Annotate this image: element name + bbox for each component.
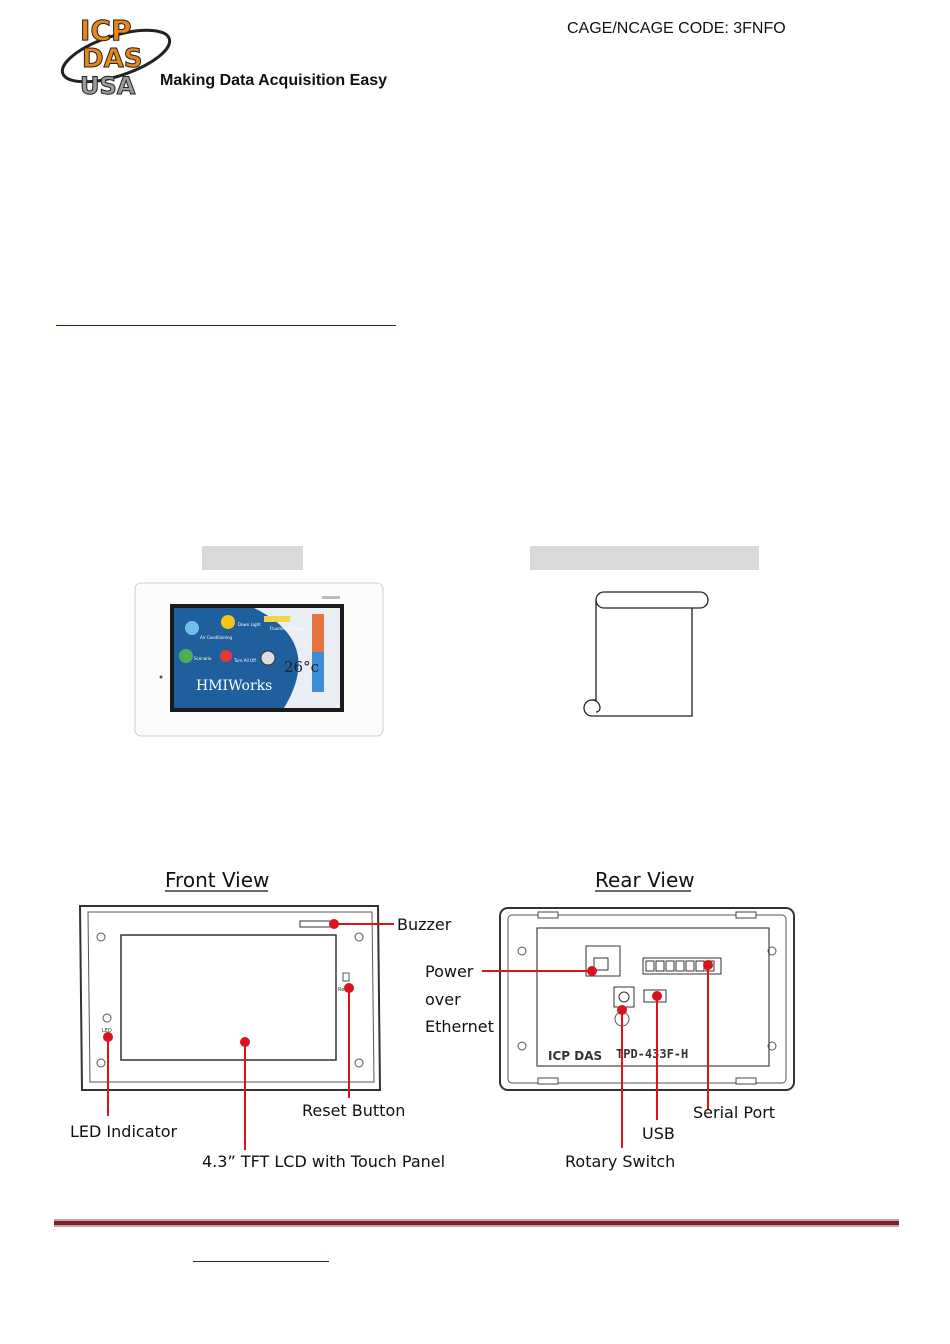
label-power: Power (425, 962, 474, 981)
screen-label-air-conditioning: Air Conditioning (200, 635, 232, 640)
logo-text-das: DAS (82, 44, 142, 74)
rear-view-title: Rear View (595, 868, 695, 892)
front-lcd-outline (120, 934, 337, 1061)
label-tft-lcd: 4.3” TFT LCD with Touch Panel (202, 1152, 445, 1171)
table-header-cell-right (530, 546, 759, 570)
screen-label-fluorescent-light: Fluorescent Light (270, 626, 305, 631)
product-photo-tpd-433f: Air Conditioning Down Light Fluorescent … (134, 582, 384, 737)
label-over: over (425, 990, 461, 1009)
tagline: Making Data Acquisition Easy (160, 72, 388, 89)
label-ethernet: Ethernet (425, 1017, 494, 1036)
screen-temperature: 26°c (284, 658, 319, 676)
cage-code: CAGE/NCAGE CODE: 3FNFO (567, 20, 786, 37)
label-reset-button: Reset Button (302, 1101, 405, 1120)
logo-text-icp: ICP (80, 14, 132, 47)
screen-brand: HMIWorks (196, 678, 272, 694)
front-rear-view-diagram: Front View Rear View Reset LED Buzzer LE… (70, 868, 795, 1171)
footer-hyperlink-underline[interactable] (193, 1261, 329, 1262)
label-buzzer: Buzzer (397, 915, 452, 934)
scenario-icon (179, 649, 193, 663)
scroll-icon (583, 591, 709, 717)
table-header-cell-left (202, 546, 303, 570)
front-view-device: Reset LED (78, 905, 382, 1091)
footer-rule (54, 1219, 899, 1227)
label-rotary-switch: Rotary Switch (565, 1152, 675, 1171)
screen-label-scenario: Scenario (194, 656, 212, 661)
turn-all-off-icon (220, 650, 232, 662)
clock-icon (260, 650, 276, 666)
svg-text:ICP DAS: ICP DAS (548, 1049, 602, 1063)
screen-label-down-light: Down Light (238, 622, 261, 627)
front-view-title: Front View (165, 868, 269, 892)
fluorescent-light-icon (264, 616, 290, 622)
screen-label-turn-all-off: Turn All Off (233, 658, 256, 663)
air-conditioning-icon (185, 621, 199, 635)
label-led-indicator: LED Indicator (70, 1122, 178, 1141)
front-led-mark: LED (102, 1028, 112, 1034)
hyperlink-underline[interactable] (56, 325, 396, 326)
label-serial-port: Serial Port (693, 1103, 775, 1122)
logo-text-usa: USA (80, 72, 136, 100)
rear-model-name: TPD-433F-H (616, 1047, 688, 1061)
icp-das-usa-logo: ICP DAS USA (60, 14, 172, 100)
rear-view-device: ICP DAS TPD-433F-H (499, 907, 795, 1091)
down-light-icon (221, 615, 235, 629)
label-usb: USB (642, 1124, 675, 1143)
